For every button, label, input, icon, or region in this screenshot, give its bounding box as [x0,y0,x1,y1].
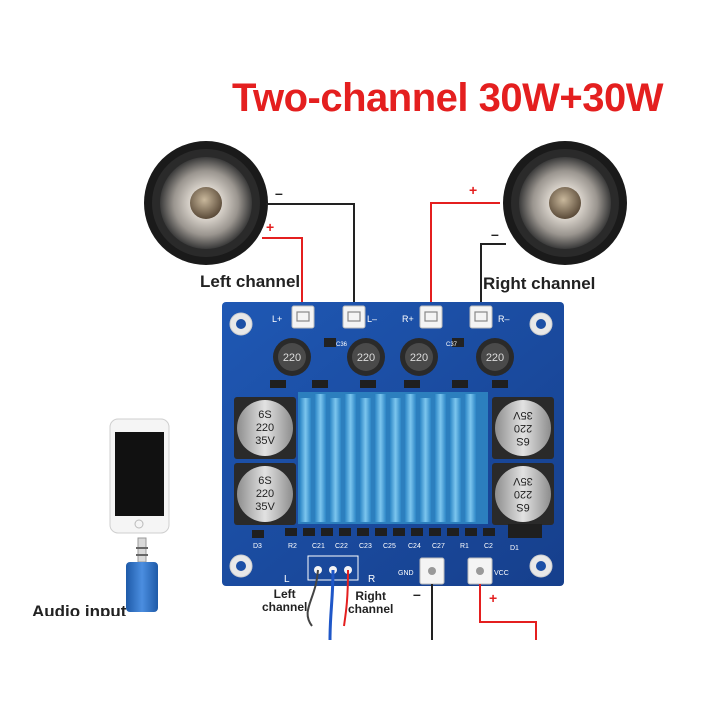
svg-text:220: 220 [514,422,532,434]
right-speaker-minus-sign: – [491,226,499,242]
capacitor: 6S 220 35V [234,397,296,459]
audio-input-label: Audio input [32,602,127,616]
svg-text:220: 220 [410,352,428,364]
silk-gnd: GND [398,570,414,577]
left-channel-label: Left channel [200,272,301,291]
svg-text:6S: 6S [258,409,271,421]
svg-text:220: 220 [256,422,274,434]
svg-text:220: 220 [283,352,301,364]
terminal-label-r-minus: R– [498,314,510,324]
left-negative-wire [266,203,355,316]
svg-text:6S: 6S [516,501,529,513]
silk-vcc: VCC [494,570,509,577]
silk-d1: D1 [510,545,519,552]
svg-text:220: 220 [486,352,504,364]
right-positive-wire [430,202,500,316]
svg-text:220: 220 [514,488,532,500]
svg-text:220: 220 [357,352,375,364]
right-channel-label: Right channel [483,274,596,293]
heatsink [298,392,488,524]
gnd-minus-sign: – [413,586,421,602]
terminal-label-l-minus: L– [367,314,377,324]
capacitor: 6S 220 35V [492,397,554,459]
silk-c37: C37 [446,342,458,348]
inductor: 220 [476,338,514,376]
svg-text:220: 220 [256,488,274,500]
terminal-label-l-plus: L+ [272,314,282,324]
right-speaker [503,141,627,265]
capacitor: 6S 220 35V [492,463,554,525]
left-speaker-plus-sign: + [266,219,275,235]
wire-right-channel-label: Right channel [348,589,394,616]
silk-c2: C2 [484,543,493,550]
silk-c27: C27 [432,543,445,550]
audio-jack [126,537,158,612]
svg-text:6S: 6S [516,435,529,447]
svg-text:35V: 35V [255,501,275,513]
silk-c22: C22 [335,543,348,550]
right-negative-wire [480,243,506,316]
svg-text:35V: 35V [513,409,533,421]
phone-illustration [109,418,170,534]
page-title: Two-channel 30W+30W [232,76,663,120]
audio-input-cable [306,569,349,641]
silk-c21: C21 [312,543,325,550]
silk-c23: C23 [359,543,372,550]
vcc-plus-sign: + [489,590,498,606]
svg-text:6S: 6S [258,475,271,487]
silk-d3: D3 [253,543,262,550]
silk-r1: R1 [460,543,469,550]
inductor: 220 [347,338,385,376]
left-speaker-minus-sign: – [275,185,283,201]
silk-r2: R2 [288,543,297,550]
capacitor: 6S 220 35V [234,463,296,525]
wire-left-channel-label: Left channel [262,587,308,614]
vcc-wire [479,584,537,640]
silk-c25: C25 [383,543,396,550]
amplifier-board: L+ L– R+ R– C36 C37 220 220 220 220 [222,302,564,586]
right-speaker-plus-sign: + [469,182,478,198]
left-positive-wire [262,237,303,316]
silk-r: R [368,574,375,585]
silk-c36: C36 [336,342,348,348]
silk-l: L [284,574,290,585]
terminal-label-r-plus: R+ [402,314,414,324]
inductor: 220 [400,338,438,376]
svg-text:35V: 35V [513,475,533,487]
inductor: 220 [273,338,311,376]
svg-text:35V: 35V [255,435,275,447]
left-speaker [144,141,268,265]
silk-c24: C24 [408,543,421,550]
